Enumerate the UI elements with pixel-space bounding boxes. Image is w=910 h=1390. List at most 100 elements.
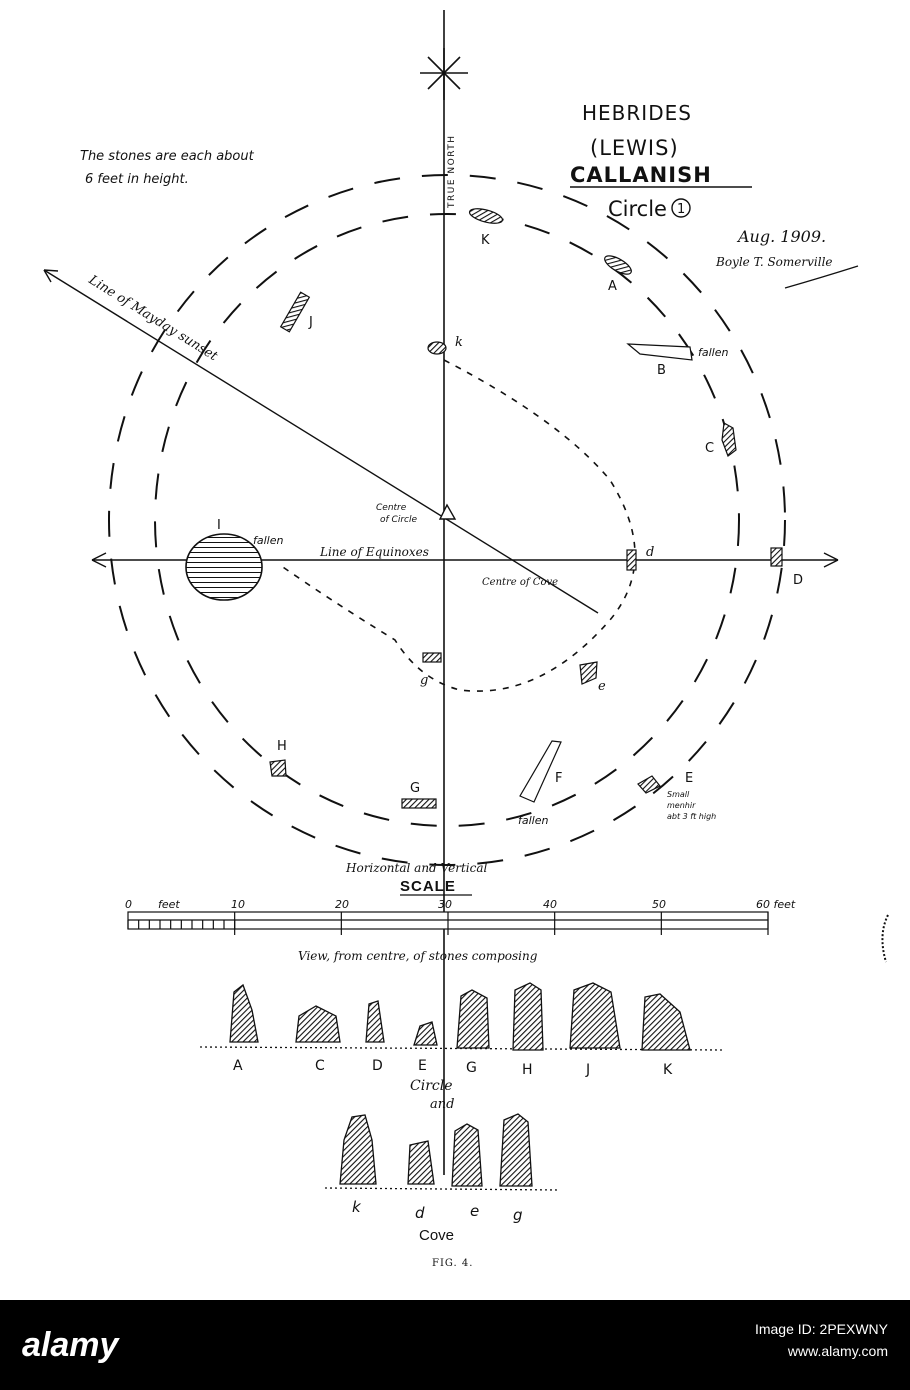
title-callanish: CALLANISH	[570, 163, 712, 187]
label-d: d	[646, 545, 654, 560]
scale-unit: feet	[158, 898, 180, 911]
stone-C	[721, 422, 737, 457]
small-menhir-note: Small menhir abt 3 ft high	[667, 790, 716, 821]
fallen-label-F: fallen	[518, 814, 548, 827]
title-lewis: (LEWIS)	[590, 136, 679, 160]
stone-g	[422, 652, 442, 663]
title-circle: Circle	[608, 197, 667, 221]
svg-text:SCALE: SCALE	[400, 878, 456, 895]
elev-stone-K	[641, 993, 691, 1051]
stone-e	[579, 661, 598, 685]
equinox-line-label: Line of Equinoxes	[319, 545, 429, 559]
svg-text:E: E	[418, 1058, 427, 1074]
elev-stone-e	[451, 1123, 483, 1187]
title-hebrides: HEBRIDES	[582, 101, 692, 125]
diagram-stage: K A J k B C I d D g e H G F E fallen fal…	[43, 10, 889, 1269]
inner-dashed-circle	[154, 213, 740, 827]
stone-E	[637, 775, 661, 794]
label-I: I	[217, 518, 221, 533]
view-caption: View, from centre, of stones composing	[298, 949, 538, 963]
scale-tick-labels: 0 feet 10 20 30 40 50 60 feet	[125, 898, 796, 911]
svg-text:of Circle: of Circle	[380, 515, 417, 525]
stone-K	[468, 208, 504, 224]
label-H: H	[277, 739, 287, 754]
elev-stone-d	[407, 1140, 435, 1185]
cove-elevation-labels: k d e g	[352, 1198, 523, 1224]
scale-tick-10: 10	[231, 898, 245, 911]
figure-caption: FIG. 4.	[432, 1258, 473, 1269]
elev-stone-D	[365, 1000, 385, 1043]
date-label: Aug. 1909.	[736, 227, 826, 246]
centre-of-cove-label: Centre of Cove	[482, 577, 558, 588]
elev-stone-k	[339, 1114, 377, 1185]
signature-flourish	[784, 265, 859, 289]
stone-G	[401, 798, 437, 809]
elev-stone-E	[413, 1021, 438, 1046]
svg-text:K: K	[663, 1062, 673, 1078]
label-C: C	[705, 441, 714, 456]
circle-elevation-labels: A C D E G H J K	[233, 1058, 673, 1078]
svg-text:J: J	[585, 1062, 590, 1078]
watermark-footer: alamy Image ID: 2PEXWNY www.alamy.com	[0, 1300, 910, 1390]
svg-text:C: C	[315, 1058, 325, 1074]
label-G: G	[410, 781, 420, 796]
stone-D	[770, 547, 783, 567]
scale-heading: Horizontal and Vertical SCALE	[345, 861, 487, 896]
svg-text:The stones are each about: The stones are each about	[80, 149, 255, 164]
svg-text:abt 3 ft high: abt 3 ft high	[667, 812, 716, 821]
label-k: k	[455, 335, 463, 350]
stone-d	[626, 549, 637, 571]
image-id: Image ID: 2PEXWNY	[754, 1321, 888, 1337]
outer-dashed-circle	[108, 174, 786, 866]
cove-label: Cove	[419, 1227, 454, 1244]
callanish-plan: K A J k B C I d D g e H G F E fallen fal…	[43, 10, 889, 1269]
svg-text:d: d	[415, 1204, 425, 1222]
svg-text:Centre: Centre	[376, 503, 407, 513]
elev-stone-G	[456, 989, 490, 1049]
stone-A	[604, 255, 632, 275]
alamy-logo: alamy	[22, 1326, 119, 1364]
centre-of-circle-label: Centre of Circle	[376, 503, 417, 525]
svg-text:k: k	[352, 1198, 362, 1216]
stone-I	[185, 533, 263, 601]
circle-number-badge	[671, 198, 691, 218]
circle-elevation	[199, 982, 723, 1051]
label-J: J	[308, 315, 313, 330]
elev-stone-A	[229, 983, 259, 1043]
elev-stone-J	[569, 982, 621, 1049]
label-e: e	[598, 679, 606, 694]
mayday-sunset-line	[43, 269, 599, 614]
label-B: B	[657, 363, 666, 378]
fallen-label-I: fallen	[253, 534, 283, 547]
svg-text:e: e	[470, 1202, 479, 1220]
stones-height-note: The stones are each about 6 feet in heig…	[80, 149, 255, 187]
label-A: A	[608, 279, 617, 294]
label-g: g	[420, 673, 428, 688]
elev-stone-g	[499, 1113, 533, 1187]
view-mid-circle: Circle	[410, 1078, 453, 1094]
svg-text:Horizontal and Vertical: Horizontal and Vertical	[345, 861, 487, 875]
svg-text:g: g	[513, 1206, 523, 1224]
svg-text:H: H	[522, 1062, 533, 1078]
cove-elevation	[324, 1113, 561, 1191]
label-D: D	[793, 573, 803, 588]
scale-tick-50: 50	[652, 898, 666, 911]
scale-tick-20: 20	[335, 898, 349, 911]
signature: Boyle T. Somerville	[715, 255, 833, 269]
scale-bar	[127, 911, 769, 935]
scale-tick-30: 30	[438, 898, 452, 911]
label-F: F	[555, 771, 562, 786]
fallen-label-B: fallen	[698, 346, 728, 359]
svg-text:A: A	[233, 1058, 243, 1074]
svg-text:6 feet in height.: 6 feet in height.	[85, 172, 189, 187]
true-north-label: TRUE NORTH	[447, 134, 457, 209]
scale-tick-60: 60 feet	[756, 898, 796, 911]
label-E: E	[685, 771, 693, 786]
stone-F	[519, 740, 562, 803]
stone-B	[626, 343, 693, 361]
scale-tick-0: 0	[125, 898, 132, 911]
svg-text:menhir: menhir	[667, 801, 696, 810]
title-block: HEBRIDES (LEWIS) CALLANISH Circle 1	[570, 101, 752, 221]
svg-text:Small: Small	[667, 790, 690, 799]
scale-tick-40: 40	[543, 898, 557, 911]
